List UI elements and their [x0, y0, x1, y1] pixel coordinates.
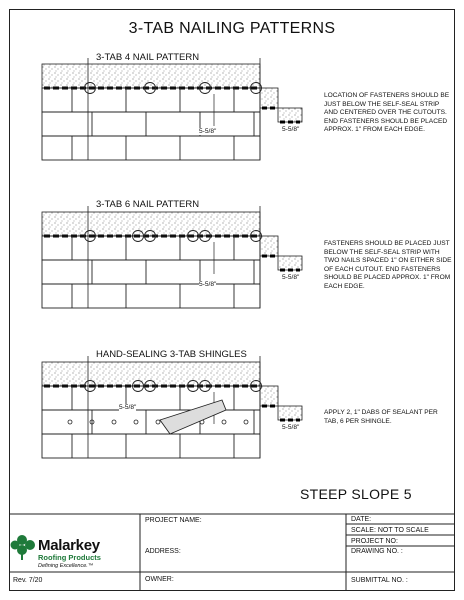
lifted-tab-shape [159, 399, 227, 435]
drawing-title: 3-TAB NAILING PATTERNS [128, 20, 336, 37]
address-label: ADDRESS: [145, 548, 181, 555]
project-name-label: PROJECT NAME: [145, 517, 202, 524]
shingle-course [41, 433, 261, 459]
top-course-band [41, 361, 261, 387]
dimension-side-exposure: 5-5/8" [282, 274, 300, 281]
step-band [259, 235, 279, 257]
revision-label: Rev. 7/20 [13, 577, 43, 584]
section-heading-4-nail: 3-TAB 4 NAIL PATTERN [96, 52, 200, 63]
shingle-course [41, 111, 261, 137]
step-band [277, 255, 303, 271]
sealant-dab-icon [89, 419, 95, 425]
sealant-dab-icon [243, 419, 249, 425]
shingle-course [41, 283, 261, 309]
shingle-course [41, 87, 261, 113]
diagram-hand-sealing [41, 356, 303, 459]
step-band [277, 405, 303, 421]
drawing-sheet-border [9, 9, 455, 591]
shingle-course [41, 235, 261, 261]
logo-subtitle: Roofing Products [38, 553, 101, 562]
shingle-course [41, 259, 261, 285]
shingle-course [41, 385, 261, 411]
sealant-dab-icon [67, 419, 73, 425]
note-6-nail: FASTENERS SHOULD BE PLACED JUST BELOW TH… [324, 240, 452, 290]
date-label: DATE: [351, 516, 372, 523]
dimension-side-exposure: 5-5/8" [282, 424, 300, 431]
shingle-course [41, 135, 261, 161]
note-4-nail: LOCATION OF FASTENERS SHOULD BE JUST BEL… [324, 92, 450, 134]
shingle-course [41, 409, 261, 435]
project-no-label: PROJECT NO: [351, 538, 398, 545]
clover-logo-icon [10, 535, 35, 560]
top-course-band [41, 63, 261, 89]
section-heading-hand-sealing: HAND-SEALING 3-TAB SHINGLES [96, 349, 247, 360]
sheet-label: STEEP SLOPE 5 [300, 486, 412, 502]
title-block-lines [9, 513, 455, 591]
logo-name: Malarkey [38, 537, 100, 554]
drawing-no-label: DRAWING NO. : [351, 548, 403, 555]
top-course-band [41, 211, 261, 237]
dimension-tab-exposure: 5-5/8" [119, 404, 137, 411]
step-band [277, 107, 303, 123]
step-band [259, 87, 279, 109]
step-band [259, 385, 279, 407]
owner-label: OWNER: [145, 576, 174, 583]
diagram-4-nail [41, 58, 303, 161]
note-hand-sealing: APPLY 2, 1" DABS OF SEALANT PER TAB, 6 P… [324, 409, 438, 425]
logo-tagline: Defining Excellence.™ [38, 563, 94, 569]
sealant-dab-icon [221, 419, 227, 425]
sealant-dab-icon [133, 419, 139, 425]
submittal-no-label: SUBMITTAL NO. : [351, 577, 408, 584]
sealant-dab-icon [111, 419, 117, 425]
dimension-side-exposure: 5-5/8" [282, 126, 300, 133]
diagram-6-nail [41, 206, 303, 309]
sealant-dab-icon [155, 419, 161, 425]
scale-label: SCALE: NOT TO SCALE [351, 527, 429, 534]
dimension-tab-exposure: 5-5/8" [199, 128, 217, 135]
dimension-tab-exposure: 5-5/8" [199, 281, 217, 288]
section-heading-6-nail: 3-TAB 6 NAIL PATTERN [96, 199, 200, 210]
